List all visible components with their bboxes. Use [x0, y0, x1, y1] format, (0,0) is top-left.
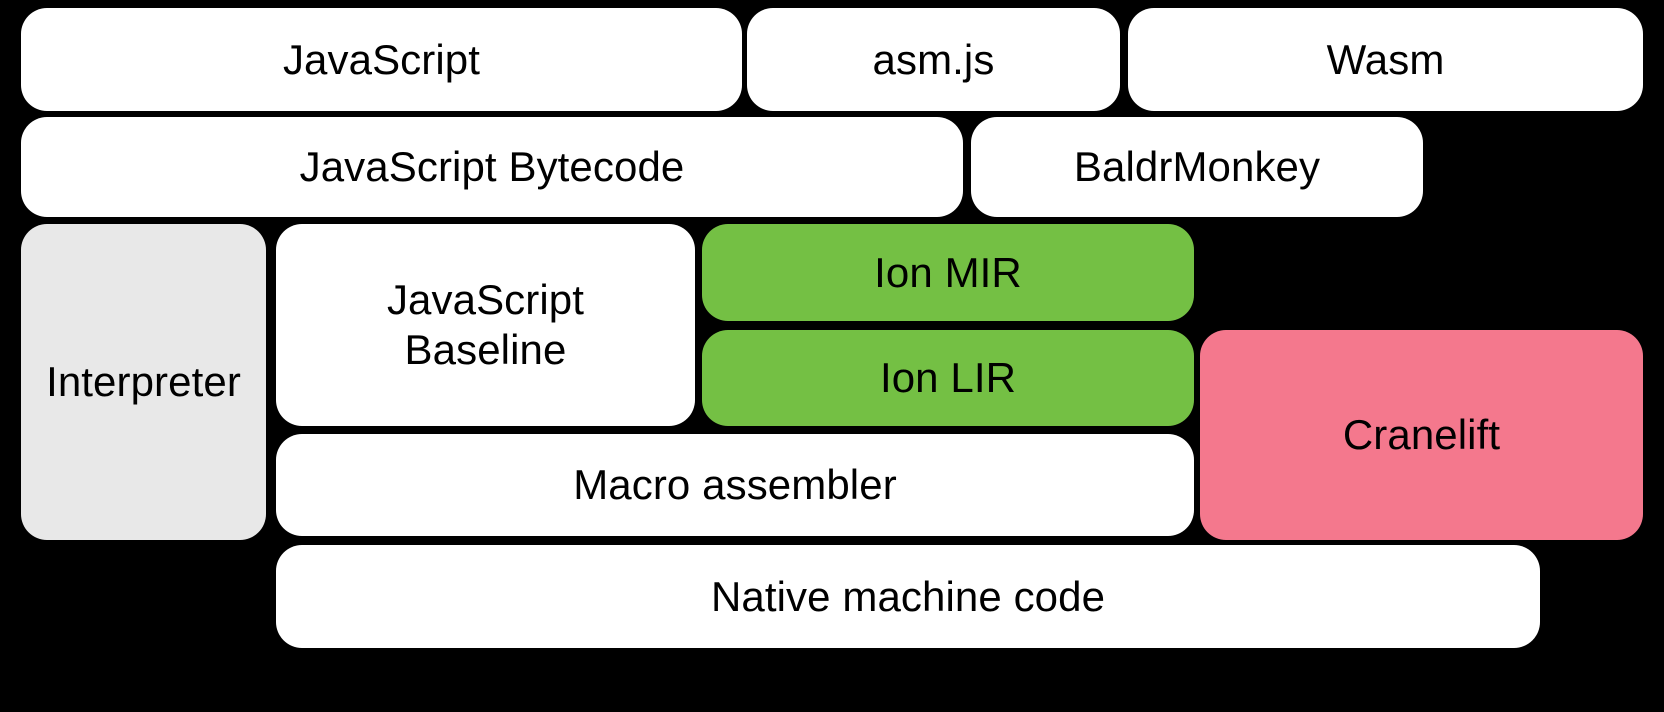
- node-baldrmonkey-label: BaldrMonkey: [1073, 143, 1321, 191]
- node-macro-assembler-label: Macro assembler: [573, 461, 897, 509]
- node-interpreter-label: Interpreter: [46, 358, 241, 406]
- node-asm-js-label: asm.js: [872, 35, 995, 83]
- node-javascript-baseline-label: JavaScript Baseline: [386, 276, 585, 373]
- node-ion-lir[interactable]: Ion LIR: [702, 330, 1194, 426]
- node-wasm[interactable]: Wasm: [1128, 8, 1643, 111]
- node-javascript-bytecode[interactable]: JavaScript Bytecode: [21, 117, 963, 217]
- node-macro-assembler[interactable]: Macro assembler: [276, 434, 1194, 536]
- node-ion-lir-label: Ion LIR: [879, 354, 1017, 402]
- node-ion-mir[interactable]: Ion MIR: [702, 224, 1194, 321]
- node-javascript-label: JavaScript: [282, 35, 481, 83]
- node-native-machine-code[interactable]: Native machine code: [276, 545, 1540, 648]
- node-javascript-bytecode-label: JavaScript Bytecode: [299, 143, 685, 191]
- node-native-machine-code-label: Native machine code: [710, 572, 1106, 620]
- node-interpreter[interactable]: Interpreter: [21, 224, 266, 540]
- node-asm-js[interactable]: asm.js: [747, 8, 1120, 111]
- node-cranelift[interactable]: Cranelift: [1200, 330, 1643, 540]
- node-baldrmonkey[interactable]: BaldrMonkey: [971, 117, 1423, 217]
- node-ion-mir-label: Ion MIR: [874, 248, 1022, 296]
- node-javascript[interactable]: JavaScript: [21, 8, 742, 111]
- node-cranelift-label: Cranelift: [1342, 411, 1501, 459]
- node-javascript-baseline[interactable]: JavaScript Baseline: [276, 224, 695, 426]
- node-wasm-label: Wasm: [1326, 35, 1445, 83]
